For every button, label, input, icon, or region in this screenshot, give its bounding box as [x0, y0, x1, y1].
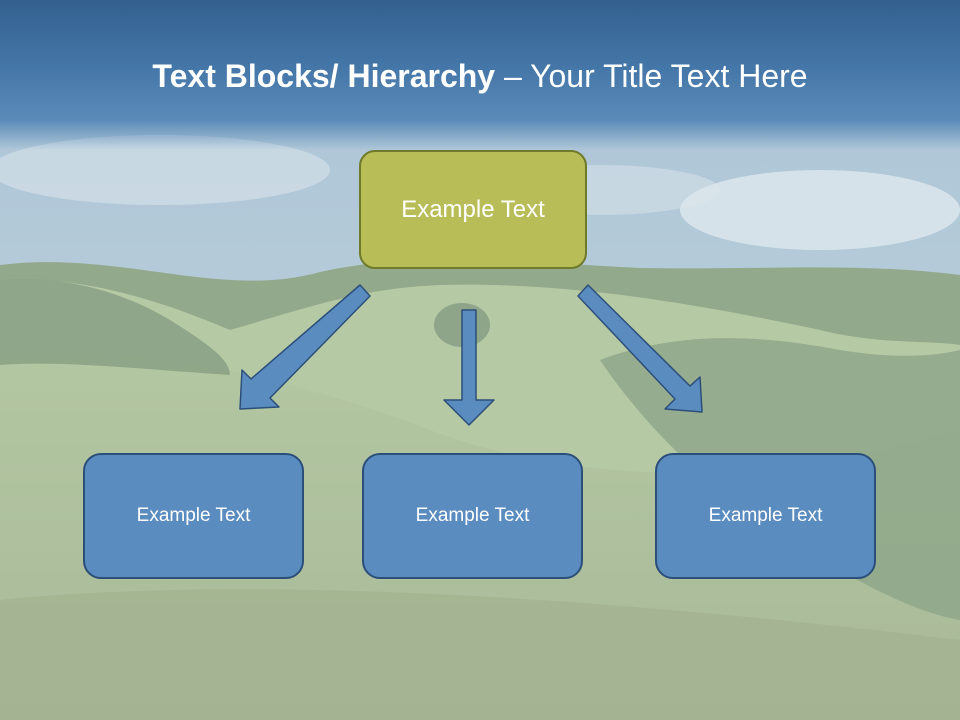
child-block-label: Example Text: [708, 505, 823, 526]
arrow-left-icon: [239, 284, 371, 410]
arrow-right-icon: [577, 284, 703, 413]
child-block-label: Example Text: [415, 505, 530, 526]
top-block-label: Example Text: [401, 195, 545, 223]
title-regular-text: – Your Title Text Here: [495, 58, 808, 94]
title-bold-text: Text Blocks/ Hierarchy: [152, 58, 496, 94]
slide-title: Text Blocks/ Hierarchy – Your Title Text…: [0, 50, 960, 102]
arrow-center-icon: [443, 309, 495, 426]
title-band: [0, 0, 960, 150]
child-block-center: Example Text: [362, 453, 583, 579]
child-block-left: Example Text: [83, 453, 304, 579]
top-level-block: Example Text: [359, 150, 587, 269]
child-block-right: Example Text: [655, 453, 876, 579]
child-block-label: Example Text: [136, 505, 251, 526]
